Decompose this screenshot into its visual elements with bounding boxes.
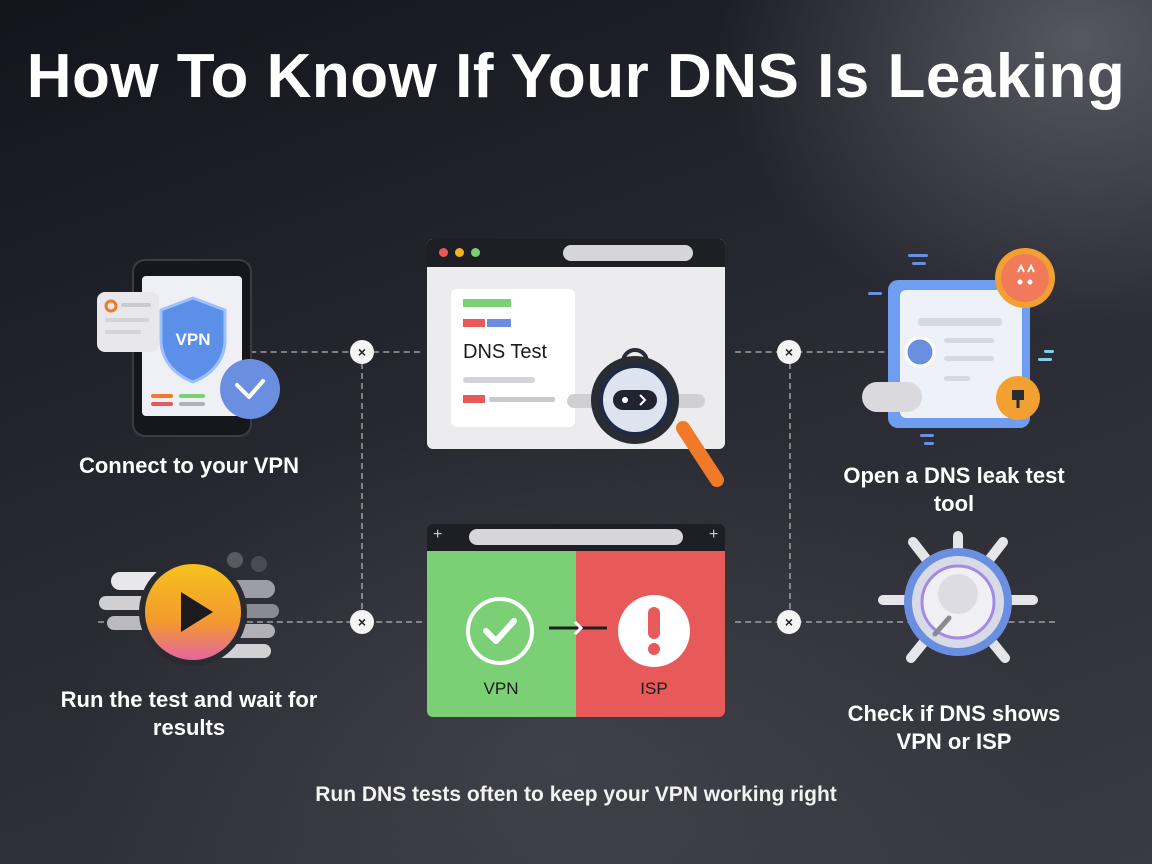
connector-node-bottom-left: × [350,610,374,634]
leak-test-tool-illustration [860,248,1060,448]
alert-circle-icon [618,595,690,667]
results-browser-window: + + VPN ISP [427,524,725,717]
step-caption-check-dns: Check if DNS shows VPN or ISP [847,701,1061,754]
step-caption-run-test: Run the test and wait for results [60,687,318,740]
dns-test-label: DNS Test [463,341,548,363]
magnifier-icon [565,340,735,490]
window-minimize-dot [455,248,464,257]
tab-add-icon-right: + [709,526,719,543]
phone-vpn-illustration: VPN [95,258,285,443]
dns-check-illustration [873,530,1043,672]
connector-line-bottom-left [98,621,422,623]
step-caption-connect: Connect to your VPN [78,453,299,478]
footer-tip: Run DNS tests often to keep your VPN wor… [315,783,837,806]
run-test-illustration [95,550,285,670]
dns-test-card [451,289,575,427]
vpn-shield-badge: VPN [175,330,211,349]
isp-result-label: ISP [640,679,668,698]
connector-line-top-left [240,351,420,353]
address-bar [563,245,693,261]
isp-result-pane: ISP [576,551,725,717]
connector-line-vertical-right [789,363,791,609]
tab-add-icon-left: + [433,526,443,543]
window-close-dot [439,248,448,257]
results-address-bar [469,529,683,545]
connector-line-vertical-left [361,363,363,609]
check-circle-icon [466,597,534,665]
step-caption-open-tool: Open a DNS leak test tool [843,463,1065,516]
connector-line-top-right [735,351,915,353]
connector-node-top-right: × [777,340,801,364]
connector-line-bottom-right [735,621,1055,623]
browser-title-bar [427,239,725,267]
connector-node-bottom-right: × [777,610,801,634]
arrow-right-icon [549,620,607,636]
window-maximize-dot [471,248,480,257]
vpn-result-label: VPN [483,679,519,698]
connector-node-top-left: × [350,340,374,364]
page-title: How To Know If Your DNS Is Leaking [26,42,1126,111]
vpn-result-pane: VPN [427,551,576,717]
